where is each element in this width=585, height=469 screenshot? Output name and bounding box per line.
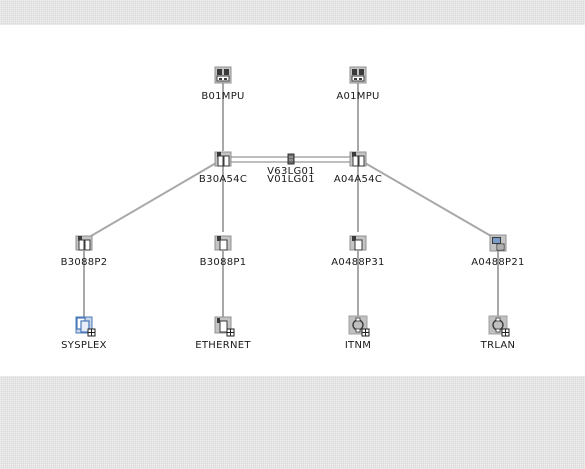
node-label: A0488P21 — [471, 257, 524, 268]
mainframe-processor-icon — [214, 66, 232, 84]
node-label: TRLAN — [480, 340, 516, 351]
node-b3088p1[interactable]: B3088P1 — [200, 235, 247, 268]
expand-badge-icon[interactable] — [361, 328, 370, 337]
node-label: A01MPU — [336, 91, 379, 102]
link-a04a54c-a0488p21[interactable] — [364, 162, 492, 237]
expand-badge-icon[interactable] — [226, 328, 235, 337]
node-ethernet[interactable]: ETHERNET — [195, 316, 251, 351]
node-label: B3088P1 — [200, 257, 247, 268]
node-label: SYSPLEX — [61, 340, 107, 351]
communications-controller-icon — [214, 151, 232, 167]
node-b3088p2[interactable]: B3088P2 — [61, 235, 108, 268]
topology-diagram: V63LG01 V01LG01 B01MPU — [61, 66, 524, 351]
node-label: B01MPU — [201, 91, 244, 102]
node-a0488p21[interactable]: A0488P21 — [471, 234, 524, 268]
expand-badge-icon[interactable] — [501, 328, 510, 337]
node-label: ITNM — [345, 340, 371, 351]
mainframe-processor-icon — [349, 66, 367, 84]
node-itnm[interactable]: ITNM — [345, 315, 371, 351]
node-label: ETHERNET — [195, 340, 251, 351]
node-label: A04A54C — [334, 174, 382, 185]
bottom-band — [0, 376, 585, 469]
link-station-icon[interactable] — [287, 153, 295, 165]
node-a04a54c[interactable]: A04A54C — [334, 151, 382, 185]
expand-badge-icon[interactable] — [87, 328, 96, 337]
link-b30a54c-b3088p2[interactable] — [90, 162, 217, 237]
node-b30a54c[interactable]: B30A54C — [199, 151, 247, 185]
controller-icon — [75, 235, 93, 251]
top-band — [0, 0, 585, 25]
node-sysplex[interactable]: SYSPLEX — [61, 316, 107, 351]
topology-canvas[interactable]: V63LG01 V01LG01 B01MPU — [0, 25, 585, 376]
node-a0488p31[interactable]: A0488P31 — [331, 235, 384, 268]
node-label: A0488P31 — [331, 257, 384, 268]
workstation-controller-icon — [489, 234, 507, 252]
node-a01mpu[interactable]: A01MPU — [336, 66, 379, 102]
link-label-v01lg01: V01LG01 — [267, 174, 315, 185]
link-label-v63lg01: V63LG01 — [267, 166, 315, 177]
node-label: B3088P2 — [61, 257, 108, 268]
node-trlan[interactable]: TRLAN — [480, 315, 516, 351]
communications-controller-icon — [349, 151, 367, 167]
controller-icon — [349, 235, 367, 251]
node-label: B30A54C — [199, 174, 247, 185]
node-b01mpu[interactable]: B01MPU — [201, 66, 244, 102]
controller-icon — [214, 235, 232, 251]
